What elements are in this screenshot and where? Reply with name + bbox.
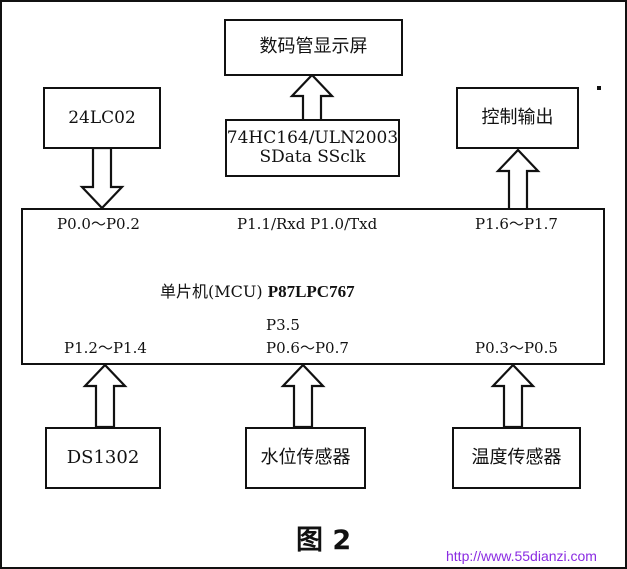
driver-label-line1: 74HC164/ULN2003 xyxy=(226,128,399,149)
port-label-bottom-left: P1.2～P1.4 xyxy=(64,339,147,357)
mcu-model: P87LPC767 xyxy=(267,282,355,301)
mcu-prefix: 单片机(MCU) xyxy=(160,282,263,301)
control-output-label: 控制输出 xyxy=(481,106,554,128)
mcu-title: 单片机(MCU) P87LPC767 xyxy=(160,278,355,302)
port-label-top-middle: P1.1/Rxd P1.0/Txd xyxy=(237,215,378,233)
arrow-rtc-to-mcu xyxy=(82,363,128,429)
eeprom-label: 24LC02 xyxy=(68,108,136,128)
figure-caption: 图 2 xyxy=(296,525,352,556)
driver-label-line2: SData SSclk xyxy=(259,147,366,167)
arrow-temp-to-mcu xyxy=(490,363,536,429)
arrow-mcu-to-control xyxy=(495,148,541,214)
water-sensor-label: 水位传感器 xyxy=(260,446,351,468)
display-block: 数码管显示屏 xyxy=(224,19,403,76)
port-label-bottom-right: P0.3～P0.5 xyxy=(475,339,558,357)
port-label-bottom-middle-1: P3.5 xyxy=(266,316,300,334)
mcu-block xyxy=(21,208,605,365)
arrow-water-to-mcu xyxy=(280,363,326,429)
eeprom-block: 24LC02 xyxy=(43,87,161,149)
water-sensor-block: 水位传感器 xyxy=(245,427,366,489)
temp-sensor-label: 温度传感器 xyxy=(471,446,562,468)
display-label: 数码管显示屏 xyxy=(259,36,368,58)
port-label-top-left: P0.0～P0.2 xyxy=(57,215,140,233)
watermark-text: http://www.55dianzi.com xyxy=(446,548,597,564)
control-output-block: 控制输出 xyxy=(456,87,579,149)
arrow-driver-to-display xyxy=(289,73,335,124)
port-label-top-right: P1.6～P1.7 xyxy=(475,215,558,233)
rtc-block: DS1302 xyxy=(45,427,161,489)
driver-block: 74HC164/ULN2003 SData SSclk xyxy=(225,119,400,177)
rtc-label: DS1302 xyxy=(66,446,140,468)
arrow-eeprom-to-mcu xyxy=(79,146,125,210)
corner-mark xyxy=(597,86,601,90)
port-label-bottom-middle-2: P0.6～P0.7 xyxy=(266,339,349,357)
temp-sensor-block: 温度传感器 xyxy=(452,427,581,489)
